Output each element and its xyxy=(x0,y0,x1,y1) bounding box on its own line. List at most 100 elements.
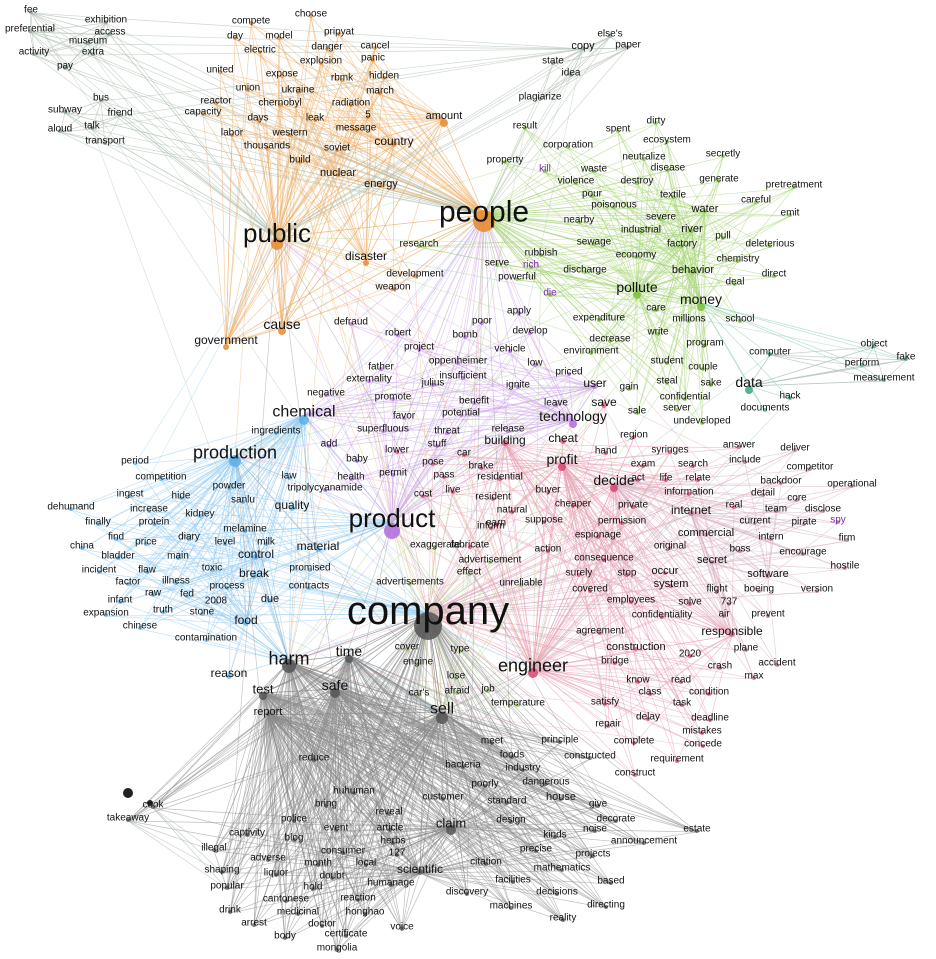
word-label-test: test xyxy=(253,682,274,697)
node-dot xyxy=(763,408,767,412)
word-label-exhibition: exhibition xyxy=(85,15,127,26)
word-label-tripolycyanamide: tripolycyanamide xyxy=(287,483,362,494)
edge xyxy=(262,692,512,910)
edge xyxy=(561,441,564,464)
edge xyxy=(427,613,710,696)
edge xyxy=(221,714,269,874)
word-label-rich: rich xyxy=(523,260,539,271)
word-label-bomb: bomb xyxy=(452,330,477,341)
edge xyxy=(33,54,485,216)
edge xyxy=(532,656,691,670)
node-dot xyxy=(90,126,94,130)
word-label-region: region xyxy=(620,430,648,441)
edge xyxy=(348,654,512,910)
word-label-customer: customer xyxy=(422,792,464,803)
edge xyxy=(30,12,66,70)
word-label-milk: milk xyxy=(257,537,276,548)
edge xyxy=(379,93,485,216)
node-dot xyxy=(722,614,726,618)
edge xyxy=(391,387,519,523)
edge xyxy=(549,295,702,304)
edge xyxy=(613,483,651,696)
edge xyxy=(414,214,485,278)
word-label-intern: intern xyxy=(758,532,783,543)
word-label-priced: priced xyxy=(555,367,582,378)
word-label-complete: complete xyxy=(614,736,655,747)
edge xyxy=(334,688,558,896)
edge xyxy=(97,521,393,526)
word-label-consumer: consumer xyxy=(321,846,366,857)
edge xyxy=(303,323,483,416)
edge xyxy=(666,211,706,365)
edge xyxy=(388,613,429,816)
edge xyxy=(380,369,574,421)
edge xyxy=(288,570,311,663)
edge xyxy=(700,302,863,367)
word-label-plane: plane xyxy=(734,643,759,654)
edge xyxy=(365,259,416,278)
node-dot xyxy=(505,801,509,805)
node-government xyxy=(223,344,229,350)
edge xyxy=(427,613,703,735)
word-label-documents: documents xyxy=(741,403,790,414)
edge xyxy=(109,34,485,216)
edge xyxy=(700,302,885,382)
word-label-capacity: capacity xyxy=(185,107,222,118)
edge xyxy=(288,613,429,663)
node-dot xyxy=(225,586,229,590)
edge xyxy=(221,692,264,874)
edge xyxy=(284,688,336,940)
word-label-huhuman: huhuman xyxy=(333,786,375,797)
word-label-construction: construction xyxy=(606,641,665,653)
word-label-incident: incident xyxy=(82,565,117,576)
edge xyxy=(463,455,615,485)
node-dot xyxy=(577,220,581,224)
word-label-adverse: adverse xyxy=(250,853,286,864)
edge xyxy=(225,259,367,345)
edge xyxy=(245,613,429,625)
edge xyxy=(303,414,438,448)
edge xyxy=(291,508,393,523)
edge xyxy=(284,826,452,940)
edge xyxy=(635,211,706,259)
edge xyxy=(215,414,305,605)
node-dot xyxy=(872,344,876,348)
edge xyxy=(427,354,771,615)
node-dot xyxy=(118,600,122,604)
edge xyxy=(201,614,247,625)
edge xyxy=(59,115,121,133)
edge xyxy=(561,462,691,658)
edge xyxy=(303,385,434,416)
node-dot xyxy=(144,542,148,546)
edge xyxy=(758,576,769,593)
node-dot xyxy=(882,378,886,382)
edge xyxy=(561,462,682,684)
edge xyxy=(483,214,690,323)
word-label-pretreatment: pretreatment xyxy=(766,180,823,191)
edge xyxy=(483,214,574,421)
edge xyxy=(336,826,452,952)
edge xyxy=(483,48,584,216)
edge xyxy=(245,433,277,625)
node-dot xyxy=(320,924,324,928)
node-dot xyxy=(703,343,707,347)
edge xyxy=(636,290,741,323)
node-dot xyxy=(554,403,558,407)
edge xyxy=(152,661,290,809)
word-label-effect: effect xyxy=(457,567,481,578)
word-label-illness: illness xyxy=(162,576,190,587)
edge xyxy=(427,464,434,615)
node-dot xyxy=(268,599,272,603)
node-dot xyxy=(274,873,278,877)
edge xyxy=(441,711,512,910)
node-dot xyxy=(266,712,270,716)
node-claim xyxy=(446,825,456,835)
word-label-negative: negative xyxy=(307,388,345,399)
edge xyxy=(303,414,429,615)
node-dot xyxy=(379,367,383,371)
edge xyxy=(441,711,612,885)
node-dot xyxy=(659,217,663,221)
edge xyxy=(561,462,711,722)
node-dot xyxy=(680,244,684,248)
node-dot xyxy=(860,363,864,367)
